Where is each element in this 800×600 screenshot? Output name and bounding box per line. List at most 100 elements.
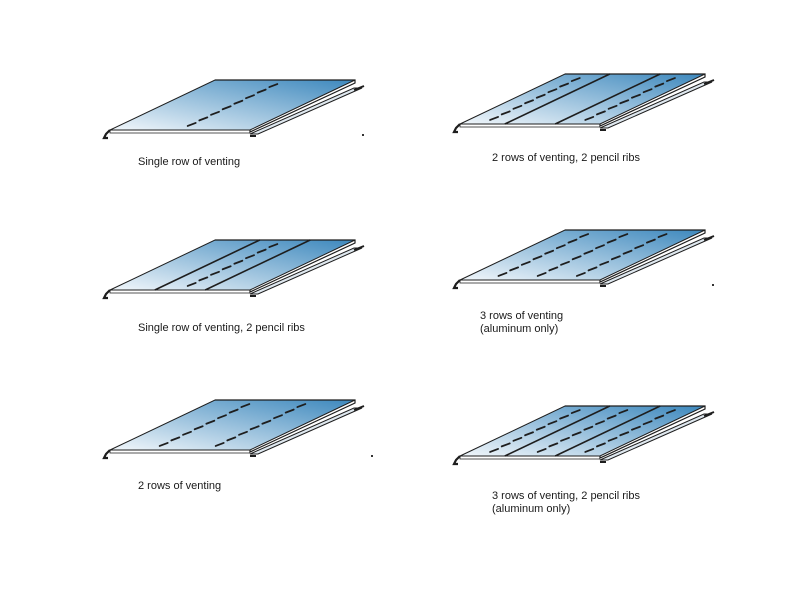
vent-slot [560,260,570,266]
bottom-edge [109,450,250,454]
left-hook [452,455,461,466]
vent-slot [619,99,630,105]
vent-slot [666,77,676,82]
vent-slot [560,436,570,442]
flange-lip [250,245,365,297]
vent-slot [645,238,656,244]
vent-slot [500,110,511,116]
vent-slot [579,233,590,238]
vent-slot [205,419,216,425]
soffit-panel-two-rows-ribs: 2 rows of venting, 2 pencil ribs [450,66,715,216]
flange-lip [600,411,715,463]
vent-slot [570,409,581,414]
vent-slot [261,419,272,425]
panel-edge [565,73,706,127]
soffit-panel-two-rows: 2 rows of venting [100,392,365,542]
vent-slot [618,233,629,238]
left-hook [452,123,461,134]
vent-slot [548,266,559,272]
vent-slot [186,122,197,127]
vent-slot [268,83,279,88]
panel-caption: Single row of venting, 2 pencil ribs [138,322,305,335]
vent-slot [642,420,653,426]
vent-slot [536,448,547,453]
vent-slot [666,409,676,414]
panel-caption: 2 rows of venting [138,480,221,493]
vent-slot [607,104,618,110]
vent-slot [571,255,582,261]
caption-line: 3 rows of venting [480,310,564,322]
vent-slot [524,99,534,105]
vent-slot [170,436,181,442]
vent-slot [296,403,307,408]
vent-slot [226,436,237,442]
vent-slot [268,243,279,248]
soffit-panel-three-rows: 3 rows of venting (aluminum only) [450,222,715,372]
vent-slot [606,414,617,420]
soffit-panel-single-row-ribs: Single row of venting, 2 pencil ribs [100,232,365,382]
vent-slot [520,260,531,266]
vent-slot [596,442,606,448]
vent-slot [193,425,204,431]
pencil-rib [554,73,661,125]
vent-slot [548,442,559,448]
soffit-illustration [452,73,715,134]
vent-slot [210,110,220,116]
vent-slot [619,431,630,437]
pencil-rib [504,73,611,125]
vent-slot [559,414,569,420]
vent-slot [245,254,255,260]
vent-slot [186,282,197,287]
caption-line: 2 rows of venting, 2 pencil ribs [492,152,640,164]
flange-lip [600,235,715,287]
vent-slot [607,436,618,442]
vent-slot [584,448,595,453]
vent-slot [198,116,209,122]
vent-slot [512,104,523,110]
vent-slot [559,82,569,88]
panel-edge [215,79,356,133]
vent-slot [532,255,543,261]
flange-lip [250,85,365,137]
soffit-panel-single-row: Single row of venting [100,72,365,222]
vent-slot [256,248,267,254]
vent-slot [583,425,594,431]
vent-slot [158,442,169,447]
flange-lip [600,79,715,131]
left-hook [102,289,111,300]
vent-slot [587,266,598,272]
rear-flange [599,413,713,461]
vent-slot [182,430,192,436]
vent-slot [497,272,508,277]
soffit-illustration [452,229,715,290]
rear-flange [249,407,363,455]
left-hook [102,129,111,140]
soffit-illustration [102,399,365,460]
vent-slot [544,249,555,255]
vent-slot [583,249,594,255]
panel-caption: Single row of venting [138,156,240,169]
vent-slot [509,266,520,272]
vent-slot [606,238,617,244]
bottom-edge [459,280,600,284]
vent-slot [198,276,209,282]
pencil-rib [204,239,311,291]
vent-slot [631,93,641,99]
bottom-edge [109,290,250,294]
vent-slot [238,430,248,436]
vent-slot [284,408,295,414]
vent-slot [500,442,511,448]
vent-slot [228,408,239,414]
vent-slot [256,88,267,94]
pencil-rib [504,405,611,457]
caption-line: (aluminum only) [480,323,559,335]
vent-slot [489,116,499,121]
vent-slot [575,272,586,277]
vent-slot [221,105,232,111]
vent-slot [622,249,633,255]
caption-line: 2 rows of venting [138,480,222,492]
vent-slot [273,414,283,420]
caption-line: 3 rows of venting, 2 pencil ribs [492,490,640,502]
vent-slot [245,94,255,100]
vent-slot [634,244,645,250]
